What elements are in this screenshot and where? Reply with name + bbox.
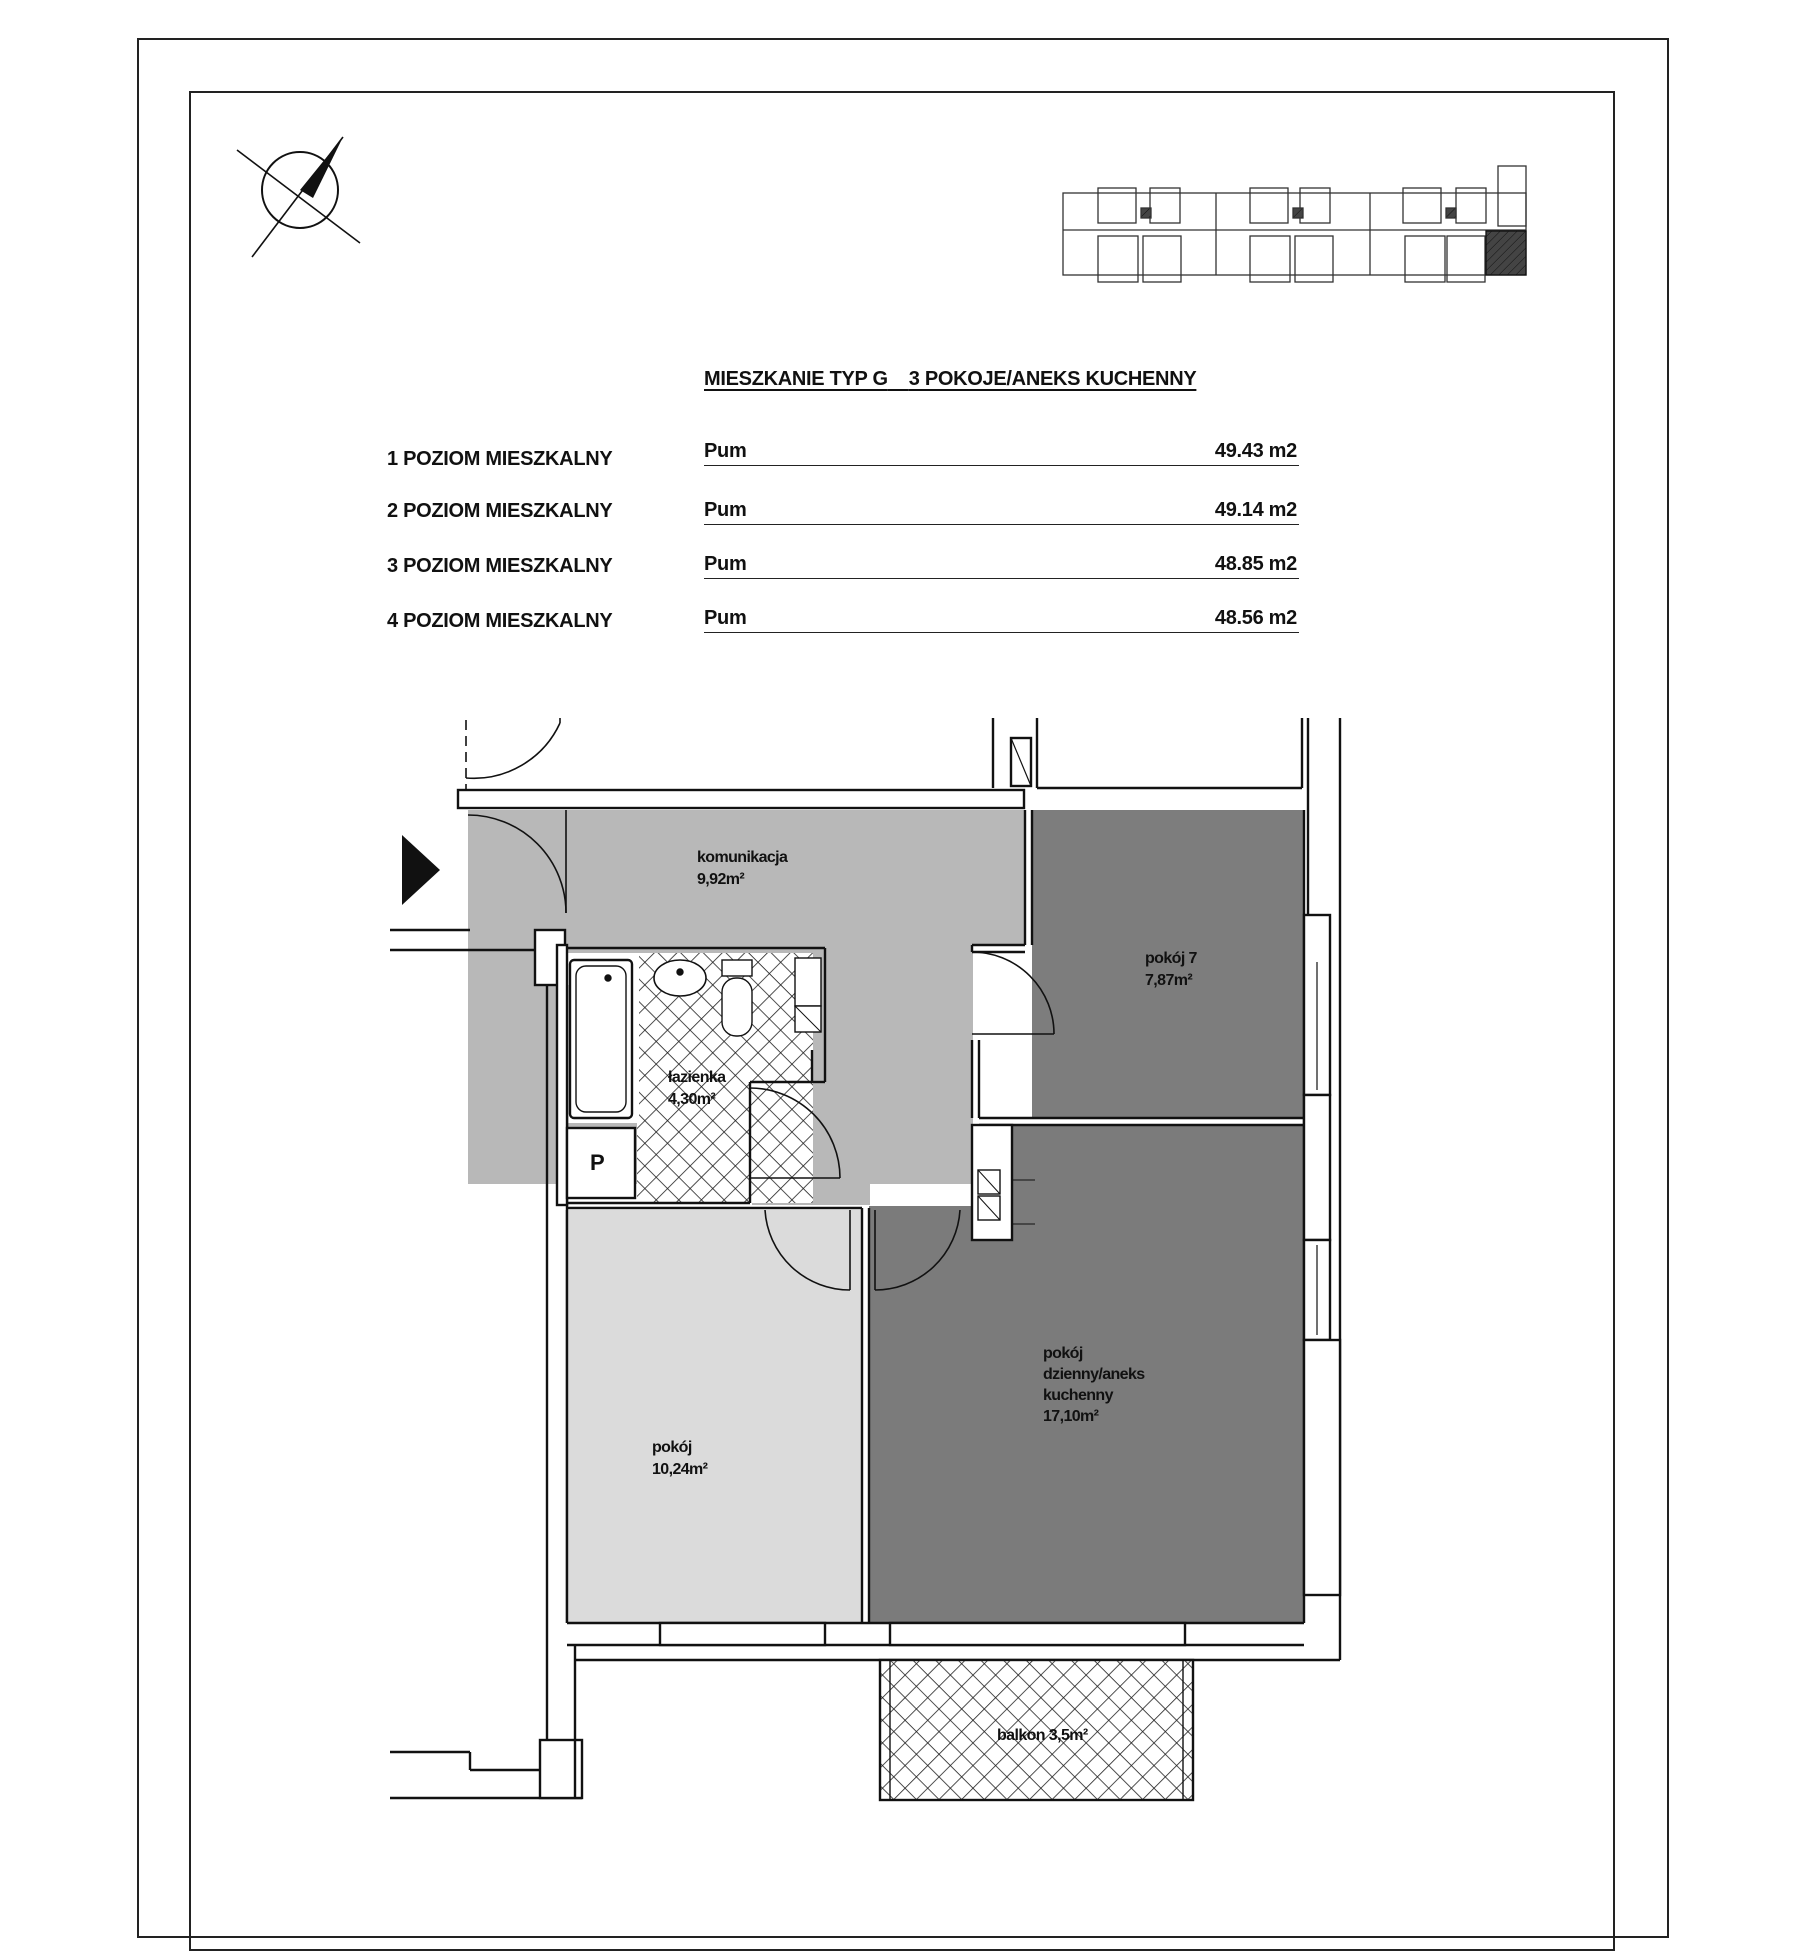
entrance-arrow-icon xyxy=(402,835,440,905)
room-komunikacja-name: komunikacja xyxy=(697,849,788,866)
level-4-pum: Pum 48.56 m2 xyxy=(704,607,1299,633)
title-type: MIESZKANIE TYP G xyxy=(704,368,888,390)
level-1-value: 49.43 m2 xyxy=(1214,440,1297,462)
room-lazienka-area: 4,30m² xyxy=(668,1091,715,1108)
room-pokoj-area: 10,24m² xyxy=(652,1461,708,1478)
room-pokoj7-name: pokój 7 xyxy=(1145,950,1198,967)
room-pokoj7-area: 7,87m² xyxy=(1145,972,1192,989)
room-pokoj-name: pokój xyxy=(652,1439,692,1456)
level-2-key: Pum xyxy=(704,499,747,521)
room-living-line2: dzienny/aneks xyxy=(1043,1366,1145,1383)
room-living-line3: kuchenny xyxy=(1043,1387,1114,1404)
walls xyxy=(390,718,1342,1800)
room-balkon-name: balkon 3,5m² xyxy=(997,1727,1088,1744)
level-4-label: 4 POZIOM MIESZKALNY xyxy=(387,610,613,632)
level-4-key: Pum xyxy=(704,607,747,629)
level-3-pum: Pum 48.85 m2 xyxy=(704,553,1299,579)
balcony xyxy=(878,1658,1195,1802)
level-3-label: 3 POZIOM MIESZKALNY xyxy=(387,555,613,577)
room-living-area: 17,10m² xyxy=(1043,1408,1099,1425)
plan-title: MIESZKANIE TYP G 3 POKOJE/ANEKS KUCHENNY xyxy=(704,368,1197,391)
title-rooms: 3 POKOJE/ANEKS KUCHENNY xyxy=(908,368,1197,390)
level-2-value: 49.14 m2 xyxy=(1214,499,1297,521)
room-lazienka-name: łazienka xyxy=(668,1069,726,1086)
key-plan-unit-marker xyxy=(1485,230,1527,276)
room-living-line1: pokój xyxy=(1043,1345,1083,1362)
closet-p-label: P xyxy=(590,1150,605,1175)
level-2-label: 2 POZIOM MIESZKALNY xyxy=(387,500,613,522)
key-plan-building xyxy=(1062,165,1527,283)
level-3-value: 48.85 m2 xyxy=(1214,553,1297,575)
level-1-label: 1 POZIOM MIESZKALNY xyxy=(387,448,613,470)
level-3-key: Pum xyxy=(704,553,747,575)
door-swings xyxy=(465,718,1055,1291)
room-fills xyxy=(468,810,1304,1623)
north-compass-icon xyxy=(236,136,361,258)
level-4-value: 48.56 m2 xyxy=(1214,607,1297,629)
level-2-pum: Pum 49.14 m2 xyxy=(704,499,1299,525)
level-1-key: Pum xyxy=(704,440,747,462)
level-1-pum: Pum 49.43 m2 xyxy=(704,440,1299,466)
room-komunikacja-area: 9,92m² xyxy=(697,871,744,888)
